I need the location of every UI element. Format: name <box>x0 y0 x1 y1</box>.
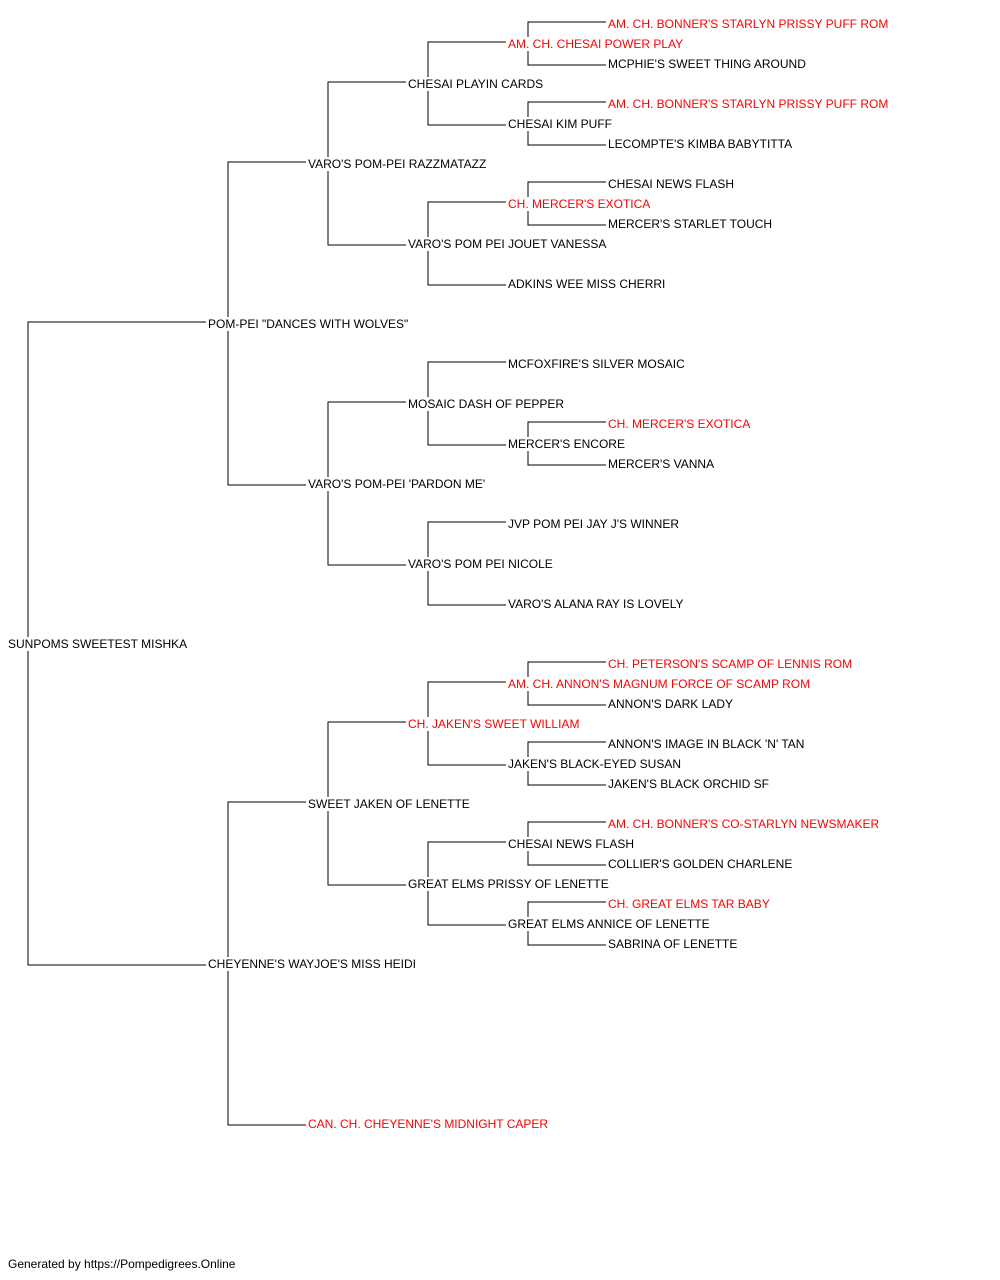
pedigree-g5-8: MERCER'S VANNA <box>606 457 717 471</box>
generated-by-footer: Generated by https://Pompedigrees.Online <box>8 1257 236 1271</box>
connector-ds-dam <box>427 841 506 926</box>
connector-sire-sire <box>327 81 406 246</box>
pedigree-ds-dam: GREAT ELMS PRISSY OF LENETTE <box>406 877 611 891</box>
pedigree-g5-3: AM. CH. BONNER'S STARLYN PRISSY PUFF ROM <box>606 97 891 111</box>
connector-dam-sire <box>327 721 406 886</box>
connector-ds-d-dam <box>527 901 606 946</box>
connector-ss-s-dam <box>527 101 606 146</box>
pedigree-sd-dam: VARO'S POM PEI NICOLE <box>406 557 555 571</box>
pedigree-subject: SUNPOMS SWEETEST MISHKA <box>6 637 190 651</box>
pedigree-ds-d-dam: GREAT ELMS ANNICE OF LENETTE <box>506 917 712 931</box>
pedigree-sd-d-sire: JVP POM PEI JAY J'S WINNER <box>506 517 681 531</box>
pedigree-g5-13: AM. CH. BONNER'S CO-STARLYN NEWSMAKER <box>606 817 882 831</box>
pedigree-g5-15: CH. GREAT ELMS TAR BABY <box>606 897 772 911</box>
pedigree-g5-16: SABRINA OF LENETTE <box>606 937 740 951</box>
pedigree-ds-s-sire: AM. CH. ANNON'S MAGNUM FORCE OF SCAMP RO… <box>506 677 813 691</box>
connector-ss-sire <box>427 41 506 126</box>
pedigree-g5-14: COLLIER'S GOLDEN CHARLENE <box>606 857 795 871</box>
pedigree-sd-s-sire: MCFOXFIRE'S SILVER MOSAIC <box>506 357 687 371</box>
pedigree-ss-s-sire: AM. CH. CHESAI POWER PLAY <box>506 37 686 51</box>
pedigree-g5-6: MERCER'S STARLET TOUCH <box>606 217 775 231</box>
connector-dam <box>227 801 306 1126</box>
pedigree-g5-9: CH. PETERSON'S SCAMP OF LENNIS ROM <box>606 657 855 671</box>
connector-sd-s-dam <box>527 421 606 466</box>
connector-ss-s-sire <box>527 21 606 66</box>
pedigree-g5-5: CHESAI NEWS FLASH <box>606 177 737 191</box>
pedigree-ss-sire: CHESAI PLAYIN CARDS <box>406 77 546 91</box>
pedigree-sire-dam: VARO'S POM-PEI 'PARDON ME' <box>306 477 488 491</box>
pedigree-sd-sire: MOSAIC DASH OF PEPPER <box>406 397 567 411</box>
connector-subject <box>27 321 206 966</box>
pedigree-g5-10: ANNON'S DARK LADY <box>606 697 735 711</box>
pedigree-g5-1: AM. CH. BONNER'S STARLYN PRISSY PUFF ROM <box>606 17 891 31</box>
connector-ss-dam <box>427 201 506 286</box>
pedigree-g5-2: MCPHIE'S SWEET THING AROUND <box>606 57 808 71</box>
pedigree-ss-dam: VARO'S POM PEI JOUET VANESSA <box>406 237 609 251</box>
pedigree-sd-s-dam: MERCER'S ENCORE <box>506 437 627 451</box>
pedigree-ss-s-dam: CHESAI KIM PUFF <box>506 117 615 131</box>
pedigree-g5-4: LECOMPTE'S KIMBA BABYTITTA <box>606 137 795 151</box>
connector-sd-dam <box>427 521 506 606</box>
pedigree-ds-s-dam: JAKEN'S BLACK-EYED SUSAN <box>506 757 684 771</box>
connector-ss-d-sire <box>527 181 606 226</box>
pedigree-ss-d-dam: ADKINS WEE MISS CHERRI <box>506 277 668 291</box>
connector-ds-sire <box>427 681 506 766</box>
pedigree-ds-d-sire: CHESAI NEWS FLASH <box>506 837 637 851</box>
connector-ds-s-dam <box>527 741 606 786</box>
connector-sire <box>227 161 306 486</box>
connector-ds-s-sire <box>527 661 606 706</box>
pedigree-g5-11: ANNON'S IMAGE IN BLACK 'N' TAN <box>606 737 807 751</box>
pedigree-g5-12: JAKEN'S BLACK ORCHID SF <box>606 777 771 791</box>
pedigree-ds-sire: CH. JAKEN'S SWEET WILLIAM <box>406 717 582 731</box>
pedigree-sire: POM-PEI "DANCES WITH WOLVES" <box>206 317 411 331</box>
pedigree-sire-sire: VARO'S POM-PEI RAZZMATAZZ <box>306 157 489 171</box>
pedigree-g5-7: CH. MERCER'S EXOTICA <box>606 417 753 431</box>
pedigree-dam-dam: CAN. CH. CHEYENNE'S MIDNIGHT CAPER <box>306 1117 551 1131</box>
connector-sire-dam <box>327 401 406 566</box>
connector-ds-d-sire <box>527 821 606 866</box>
pedigree-dam-sire: SWEET JAKEN OF LENETTE <box>306 797 472 811</box>
pedigree-ss-d-sire: CH. MERCER'S EXOTICA <box>506 197 653 211</box>
pedigree-dam: CHEYENNE'S WAYJOE'S MISS HEIDI <box>206 957 418 971</box>
pedigree-sd-d-dam: VARO'S ALANA RAY IS LOVELY <box>506 597 686 611</box>
connector-sd-sire <box>427 361 506 446</box>
